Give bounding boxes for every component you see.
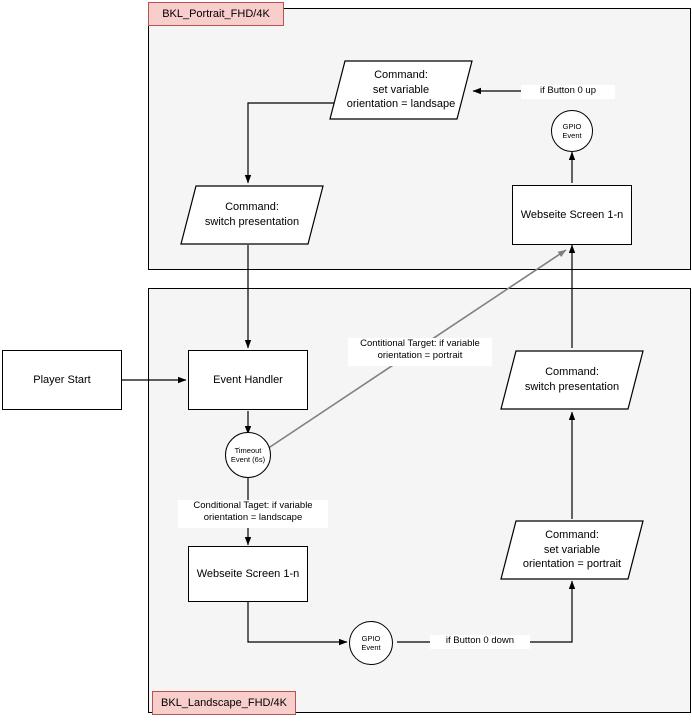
edge-label-button-0-up: if Button 0 up [521, 85, 615, 99]
parallelogram-shape [500, 520, 644, 580]
parallelogram-shape [329, 60, 473, 120]
node-player-start[interactable]: Player Start [2, 350, 122, 410]
node-gpio-event-top[interactable]: GPIO Event [551, 110, 593, 152]
node-timeout-event[interactable]: Timeout Event (6s) [225, 432, 271, 478]
group-label-landscape: BKL_Landscape_FHD/4K [152, 691, 296, 715]
node-switch-presentation-top[interactable]: Command: switch presentation [180, 185, 324, 245]
node-gpio-event-bottom[interactable]: GPIO Event [349, 621, 393, 665]
node-label: Command: switch presentation [524, 366, 620, 393]
node-webseite-screen-bottom[interactable]: Webseite Screen 1-n [188, 546, 308, 602]
node-label: Command: set variable orientation = port… [522, 528, 622, 571]
node-switch-presentation-bottom[interactable]: Command: switch presentation [500, 350, 644, 410]
node-label: Command: switch presentation [204, 201, 300, 228]
edge-label-conditional-target-landscape: Conditional Taget: if variable orientati… [178, 500, 328, 528]
parallelogram-shape [180, 185, 324, 245]
parallelogram-shape [500, 350, 644, 410]
node-set-variable-landscape[interactable]: Command: set variable orientation = land… [329, 60, 473, 120]
node-label: Command: set variable orientation = land… [346, 68, 456, 111]
edge-label-conditional-target-portrait: Contitional Target: if variable orientat… [348, 338, 492, 366]
node-set-variable-portrait[interactable]: Command: set variable orientation = port… [500, 520, 644, 580]
edge-label-button-0-down: if Button 0 down [430, 635, 530, 649]
node-webseite-screen-top[interactable]: Webseite Screen 1-n [512, 185, 632, 245]
group-label-portrait: BKL_Portrait_FHD/4K [148, 2, 284, 26]
node-event-handler[interactable]: Event Handler [188, 350, 308, 410]
